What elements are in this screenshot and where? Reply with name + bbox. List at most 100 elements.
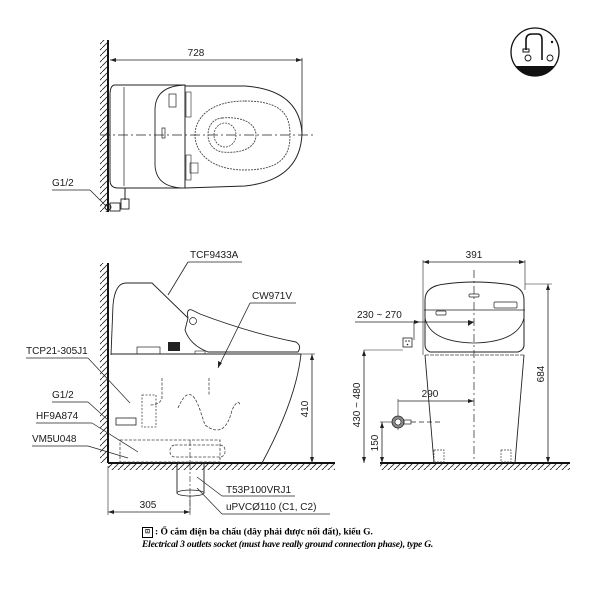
indicator-icon [435,310,447,316]
label-cw971v: CW971V [252,291,292,302]
control-box [136,346,161,355]
valve-icon [120,198,130,210]
label-hf9a874: HF9A874 [36,411,79,422]
seat-outline [184,309,301,353]
faucet-icon [525,33,543,60]
socket-pin [406,343,409,346]
button-icon [468,293,480,298]
arrow-icon [362,457,366,463]
label-t53p100vrj1: T53P100VRJ1 [226,485,291,496]
pipe-icon [104,203,112,211]
supply-valve-inner [394,418,402,426]
wall-hatch [100,263,108,463]
label-g12-side: G1/2 [52,390,74,401]
arrow-icon [380,457,384,463]
note-english: Electrical 3 outlets socket (must have r… [142,540,433,550]
arrow-icon [310,457,314,463]
arrow-icon [380,422,384,428]
floor-hatch [380,463,570,470]
arrow-icon [310,354,314,360]
dim-410-label: 410 [300,400,311,417]
note-vi-text: : Ổ cắm điện ba chấu (dây phải được nối … [155,527,373,538]
arrow-icon [184,510,190,514]
front-view: 391 684 230 ~ 270 [352,250,570,470]
arrow-icon [362,350,366,356]
vent-icon [168,342,180,351]
dim-150-label: 150 [370,434,381,451]
supply-valve-stem [403,419,412,425]
leader-line [217,302,251,369]
arrow-icon [519,260,525,264]
drain-pipe-dashed [169,444,226,458]
button-icon [161,127,166,139]
side-view: 410 305 TCF9433A CW971V TCP21-305J1 G1/2… [26,250,335,515]
bolt-left [433,449,445,463]
arrow-icon [423,260,429,264]
label-vm5u048: VM5U048 [32,434,77,445]
leader-line [196,476,223,497]
leader-line [87,445,129,459]
bowl-rim-dashed [194,100,291,171]
floor-hatch [108,463,335,470]
dim-290-label: 290 [422,389,439,400]
leader-line [89,189,107,207]
tank-outline [110,282,189,356]
hinge-right [185,154,192,181]
water-saving-badge [510,27,560,77]
arrow-icon [546,457,550,463]
dim-391-label: 391 [466,250,483,261]
arrow-icon [108,510,114,514]
valve-body [109,202,121,212]
seat-unit-front [424,281,525,353]
connector [194,350,206,355]
note-vietnamese: ⊡: Ổ cắm điện ba chấu (dây phải được nối… [142,527,373,538]
dim-305-label: 305 [140,500,157,511]
arrow-icon [468,320,474,326]
badge-basin [516,66,554,76]
flower-icon [546,54,554,62]
bowl-front [261,353,302,464]
label-upvc: uPVCØ110 (C1, C2) [226,502,316,513]
note-en-text: Electrical 3 outlets socket (must have r… [142,540,434,550]
leader-line [196,487,223,515]
drain-pipe-end [176,489,205,497]
bolt-right [500,449,512,463]
leader-line [87,401,109,421]
valve-dashed [141,394,157,428]
sensor-icon [189,162,199,174]
socket-pin [408,340,410,342]
dim-230-270-label: 230 ~ 270 [357,310,402,321]
arrow-icon [468,399,474,403]
arrow-icon [110,58,116,62]
arrow-icon [414,320,420,324]
drain-chamber-dashed [119,439,221,463]
label-g12-top: G1/2 [52,178,74,189]
top-view: 728 G1/2 [52,40,315,212]
pedestal-left [424,354,435,464]
hinge-icon [189,317,197,325]
pipe-dashed [149,378,163,406]
trapway-dashed [177,394,241,431]
hinge-left [185,91,192,118]
wall-hatch [100,40,108,212]
socket-icon [402,337,413,348]
tank-outline [109,84,186,189]
socket-pin [405,340,407,342]
pedestal-right [514,354,525,464]
flower-icon [524,54,532,62]
leader-line [91,422,139,453]
registered-mark-icon [550,40,554,44]
arrow-icon [296,58,302,62]
dim-728-label: 728 [188,48,205,59]
remote-panel-icon [168,93,177,108]
lid-curve [424,317,525,344]
bowl-inner-dashed [207,117,257,153]
lid-outline [184,85,303,189]
seat-unit-outline [154,84,186,189]
dim-430-480-label: 430 ~ 480 [352,382,363,427]
panel-icon [493,301,518,309]
faucet-spout [522,48,530,53]
arrow-icon [546,284,550,290]
label-tcp21: TCP21-305J1 [26,346,88,357]
